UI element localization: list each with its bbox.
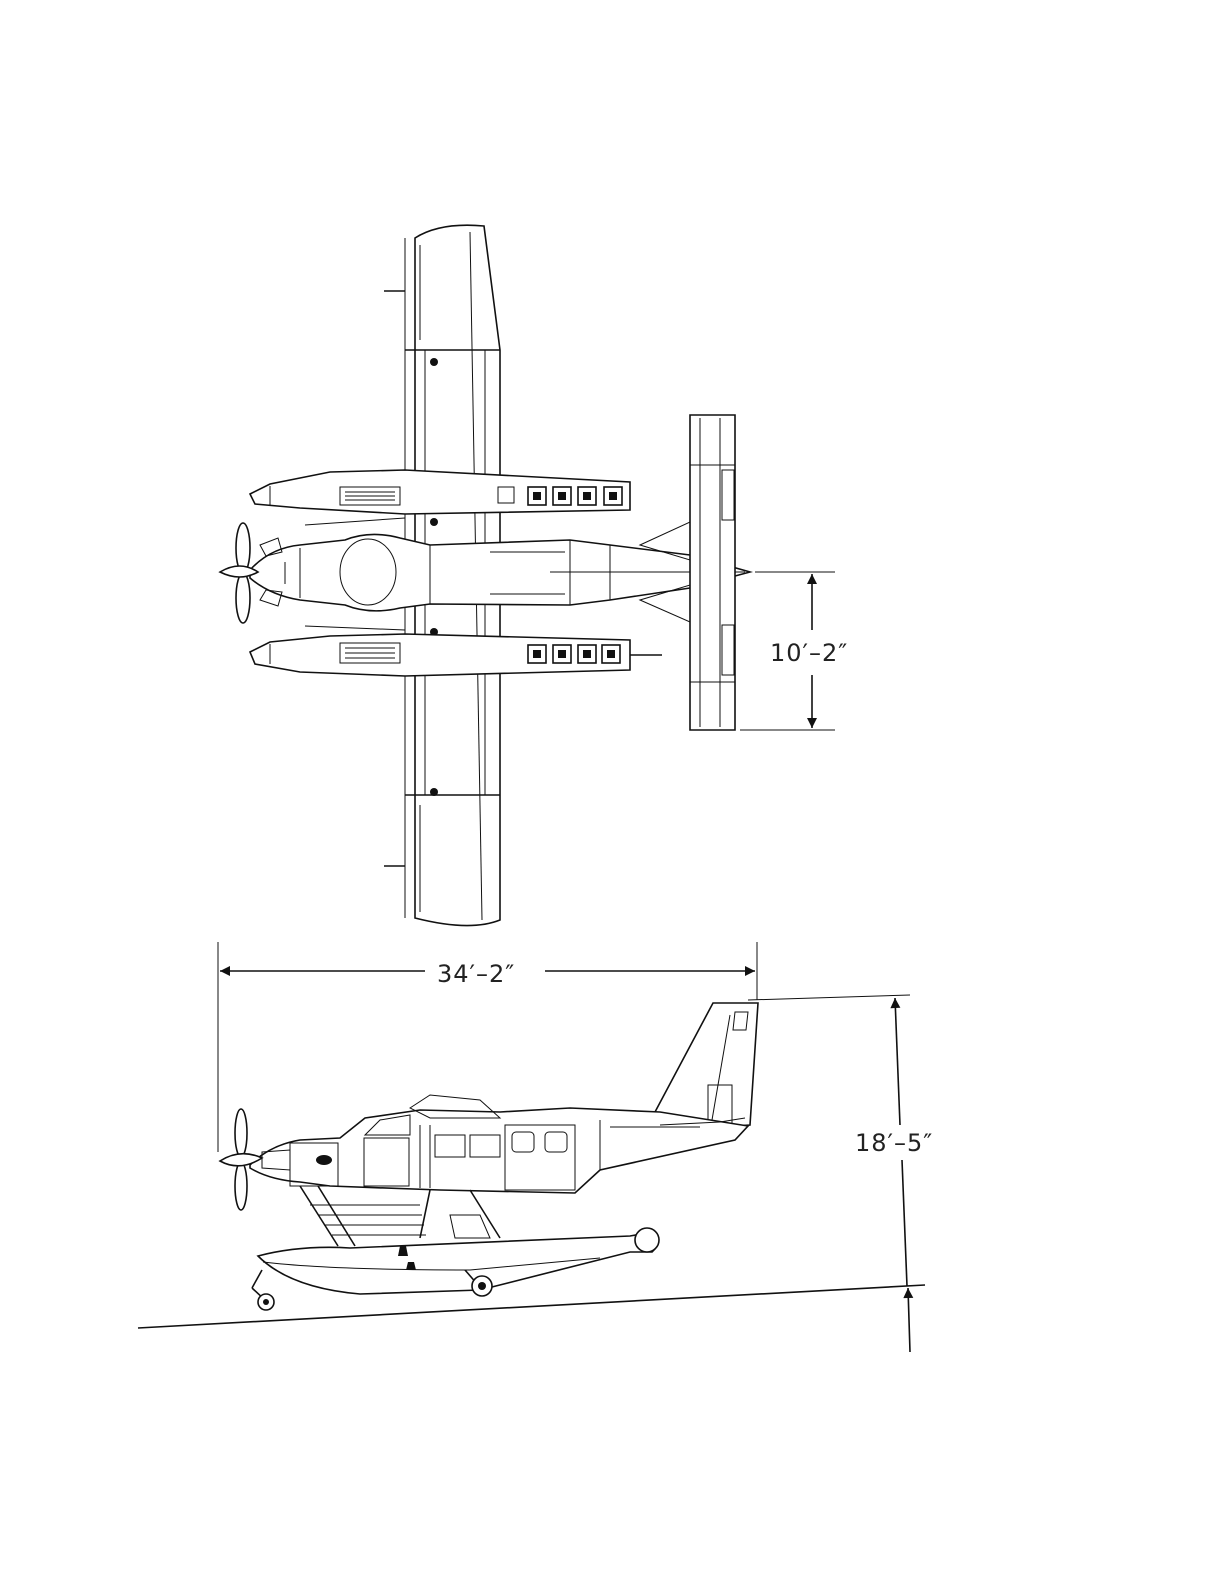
- height-label: 18′–5″: [855, 1129, 933, 1157]
- float-struts: [300, 1186, 500, 1246]
- height-dimension: [895, 998, 910, 1352]
- tail-span-label: 10′–2″: [770, 639, 848, 667]
- vertical-tail: [655, 1003, 758, 1128]
- side-view: 18′–5″: [138, 995, 933, 1352]
- top-view: 10′–2″: [220, 225, 848, 925]
- fuselage-top: [250, 534, 750, 610]
- length-label: 34′–2″: [437, 960, 515, 988]
